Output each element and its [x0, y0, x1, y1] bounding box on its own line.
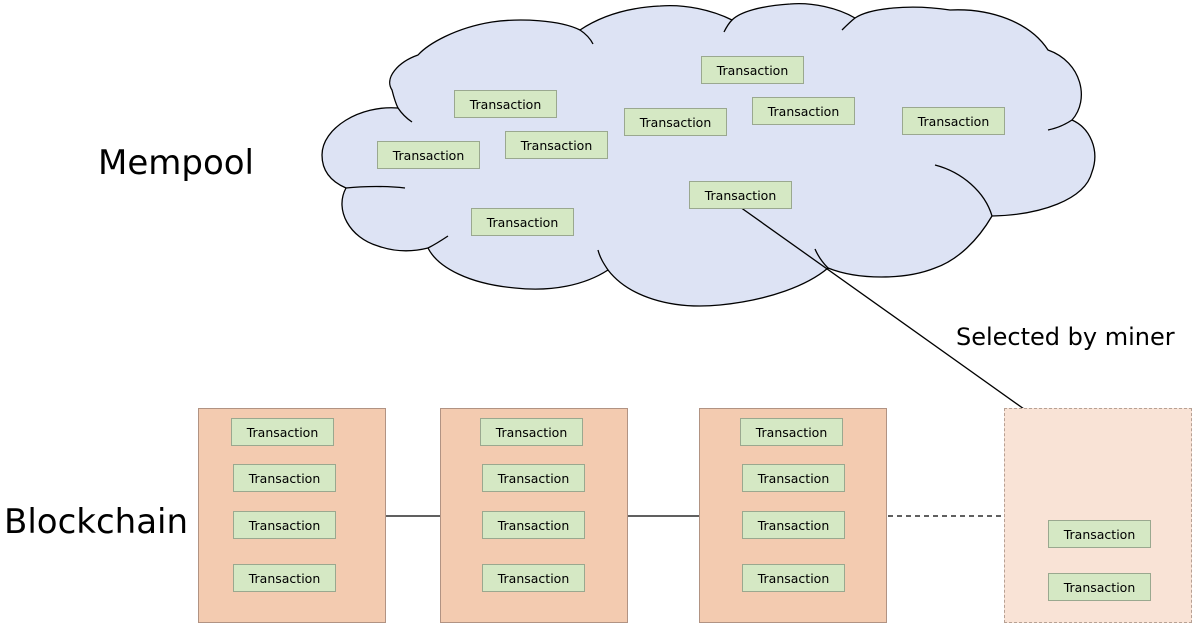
- mempool-transaction: Transaction: [752, 97, 855, 125]
- mempool-transaction: Transaction: [902, 107, 1005, 135]
- block-transaction: Transaction: [740, 418, 843, 446]
- block-transaction: Transaction: [742, 564, 845, 592]
- block-transaction: Transaction: [233, 564, 336, 592]
- block-transaction: Transaction: [233, 464, 336, 492]
- block-transaction: Transaction: [742, 511, 845, 539]
- block-transaction: Transaction: [482, 564, 585, 592]
- block-transaction: Transaction: [742, 464, 845, 492]
- block-transaction: Transaction: [233, 511, 336, 539]
- pending-block-transaction: Transaction: [1048, 573, 1151, 601]
- mempool-transaction: Transaction: [377, 141, 480, 169]
- selection-arrow: [739, 206, 1078, 448]
- mempool-label: Mempool: [98, 143, 255, 183]
- blockchain-label: Blockchain: [4, 502, 189, 542]
- block-transaction: Transaction: [482, 464, 585, 492]
- block-transaction: Transaction: [231, 418, 334, 446]
- mempool-transaction-selected: Transaction: [689, 181, 792, 209]
- mempool-transaction: Transaction: [505, 131, 608, 159]
- mempool-transaction: Transaction: [701, 56, 804, 84]
- mempool-transaction: Transaction: [471, 208, 574, 236]
- selected-by-miner-label: Selected by miner: [956, 323, 1175, 351]
- mempool-transaction: Transaction: [454, 90, 557, 118]
- pending-block-transaction: Transaction: [1048, 520, 1151, 548]
- block-transaction: Transaction: [480, 418, 583, 446]
- block-transaction: Transaction: [482, 511, 585, 539]
- mempool-transaction: Transaction: [624, 108, 727, 136]
